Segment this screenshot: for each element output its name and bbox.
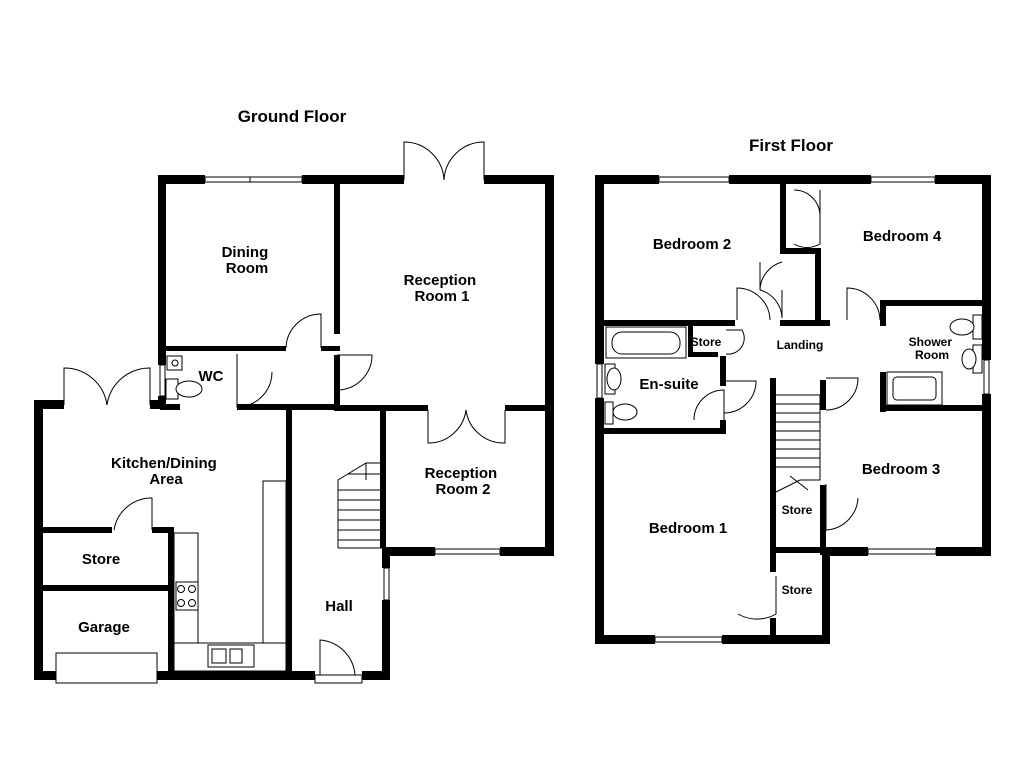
bedroom-4-label: Bedroom 4 — [863, 228, 942, 245]
front-door-step — [314, 674, 363, 684]
en-suite-toilet — [604, 401, 614, 425]
bedroom-3-label: Bedroom 3 — [862, 461, 940, 478]
reception-2-window — [434, 548, 501, 555]
wc-label: WC — [199, 368, 224, 385]
ground-floor-walls — [34, 175, 554, 680]
garage-label: Garage — [78, 619, 130, 636]
bedroom-2-label: Bedroom 2 — [653, 236, 731, 253]
first-floor-title: First Floor — [749, 136, 833, 155]
store-bottom-label: Store — [782, 583, 813, 597]
bedroom-2-window — [658, 176, 730, 183]
garage-door — [55, 652, 158, 684]
store-middle-label: Store — [782, 503, 813, 517]
bedroom-1-label: Bedroom 1 — [649, 520, 727, 537]
shower-window — [983, 359, 990, 395]
reception-room-2-label: Reception Room 2 — [425, 465, 502, 498]
ground-floor-title: Ground Floor — [238, 107, 347, 126]
en-suite-label: En-suite — [639, 376, 698, 393]
reception-room-1-label: Reception Room 1 — [404, 272, 481, 305]
ground-floor-doors — [63, 141, 506, 676]
hall-label: Hall — [325, 598, 353, 615]
ground-floor-fixtures — [165, 355, 287, 672]
ground-floor-stairs — [337, 462, 383, 549]
ground-floor: Ground Floor Dining Room Reception Room … — [34, 107, 554, 684]
first-floor-fixtures — [604, 314, 983, 425]
store-small-label: Store — [691, 335, 722, 349]
first-floor-labels: First Floor Bedroom 2 Bedroom 4 Store La… — [639, 136, 956, 597]
wc-window — [159, 364, 166, 397]
first-floor-stairs — [775, 394, 821, 493]
kitchen-dining-label: Kitchen/Dining Area — [111, 455, 221, 488]
bedroom-1-window — [654, 636, 723, 643]
first-floor-windows — [596, 176, 990, 643]
kitchen-counter-right — [262, 480, 287, 644]
ground-floor-labels: Ground Floor Dining Room Reception Room … — [78, 107, 502, 636]
landing-label: Landing — [777, 338, 824, 352]
first-floor: First Floor Bedroom 2 Bedroom 4 Store La… — [595, 136, 991, 644]
ground-floor-windows — [55, 176, 501, 684]
hall-window — [383, 567, 390, 601]
first-floor-doors — [693, 189, 881, 620]
bedroom-3-window — [867, 548, 937, 555]
ground-floor-interior-walls — [40, 184, 550, 675]
store-label: Store — [82, 551, 120, 568]
en-suite-window — [596, 363, 603, 399]
shower-room-label: Shower Room — [909, 335, 956, 362]
first-floor-interior-walls — [604, 184, 982, 644]
dining-room-label: Dining Room — [222, 244, 273, 277]
bedroom-4-window — [870, 176, 936, 183]
dining-window — [204, 176, 303, 183]
